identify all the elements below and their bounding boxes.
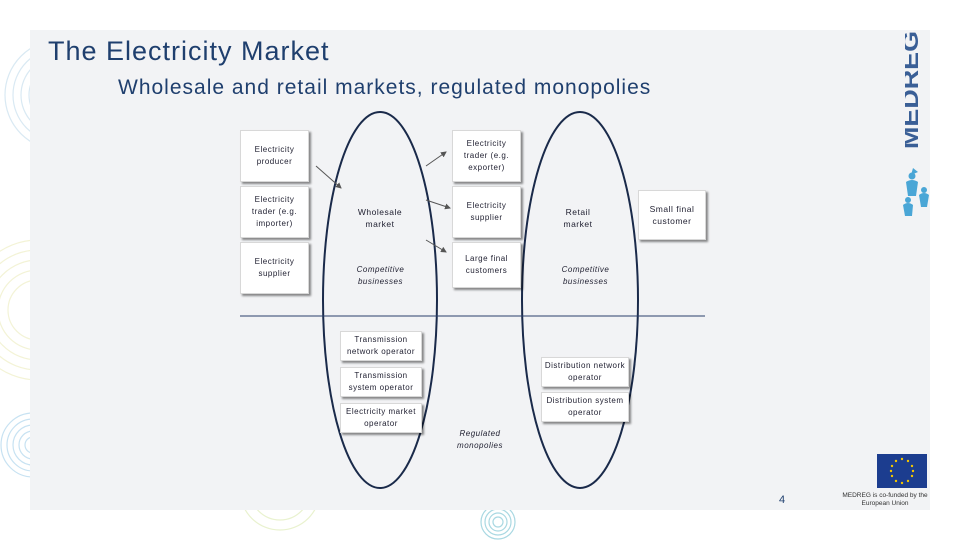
box-distribution-system-operator: Distribution system operator (541, 392, 629, 422)
medreg-logo-text: MEDREG (905, 31, 923, 149)
eu-cofunded-text: MEDREG is co-funded by the European Unio… (842, 492, 928, 507)
box-electricity-supplier-left: Electricity supplier (240, 242, 309, 294)
medreg-logo: MEDREG (905, 31, 923, 149)
box-electricity-market-operator: Electricity market operator (340, 403, 422, 433)
label-competitive-left: Competitive businesses (356, 265, 405, 286)
box-transmission-network-operator: Transmission network operator (340, 331, 422, 361)
label-competitive-right: Competitive businesses (561, 265, 610, 286)
page-number: 4 (778, 494, 786, 506)
label-regulated-monopolies: Regulated monopolies (457, 429, 503, 450)
wholesale-ellipse (322, 111, 438, 489)
label-retail-market: Retail market (563, 207, 593, 229)
box-electricity-supplier-mid: Electricity supplier (452, 186, 521, 238)
box-transmission-system-operator: Transmission system operator (340, 367, 422, 397)
box-large-final-customers: Large final customers (452, 242, 521, 288)
arrow-wholesale-supplier (425, 199, 451, 210)
box-small-final-customer: Small final customer (638, 190, 706, 240)
box-electricity-trader-importer: Electricity trader (e.g. importer) (240, 186, 309, 238)
box-distribution-network-operator: Distribution network operator (541, 357, 629, 387)
slide-title: The Electricity Market (48, 36, 330, 66)
label-wholesale-market: Wholesale market (357, 207, 403, 229)
slide-subtitle: Wholesale and retail markets, regulated … (118, 76, 652, 99)
arrow-producer-wholesale (315, 165, 342, 189)
box-electricity-trader-exporter: Electricity trader (e.g. exporter) (452, 130, 521, 182)
box-electricity-producer: Electricity producer (240, 130, 309, 182)
retail-ellipse (521, 111, 639, 489)
arrow-wholesale-exporter (425, 151, 447, 167)
arrow-wholesale-large (425, 239, 447, 253)
